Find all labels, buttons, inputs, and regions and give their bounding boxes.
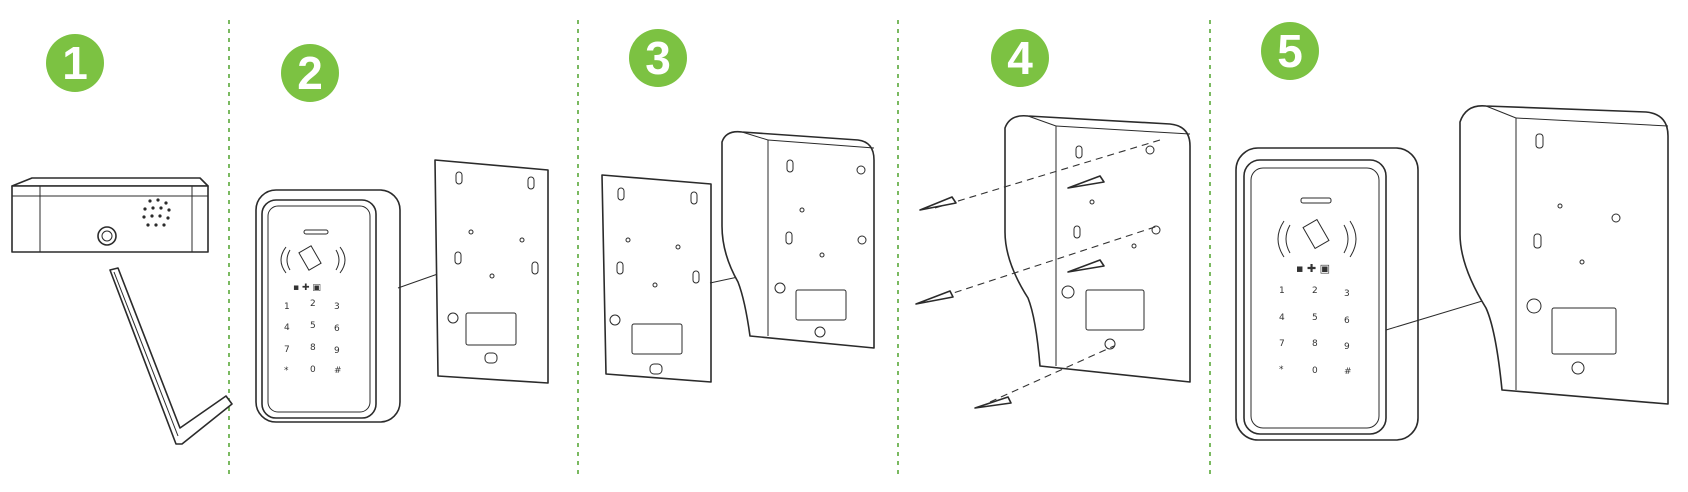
screw-icon <box>915 175 1105 409</box>
step2-illustration: ▪ ✚ ▣ 1 2 3 4 5 6 7 8 9 * 0 # <box>255 159 549 423</box>
back-plate <box>434 159 549 384</box>
step-number: 1 <box>62 37 88 89</box>
step-number: 5 <box>1277 25 1303 77</box>
svg-text:7: 7 <box>1279 339 1285 349</box>
step-badge-4: 4 <box>991 29 1049 87</box>
svg-text:▪ ✚ ▣: ▪ ✚ ▣ <box>293 283 321 293</box>
device-bottom-box <box>11 177 209 253</box>
back-plate-step3 <box>601 174 712 383</box>
l-key-tool <box>109 267 233 445</box>
svg-text:*: * <box>284 366 289 376</box>
svg-text:8: 8 <box>310 343 316 353</box>
rfid-wave-icon <box>280 245 346 274</box>
svg-text:4: 4 <box>284 323 290 333</box>
keypad-unit-step5: ▪ ✚ ▣ 1 2 3 4 5 6 7 8 9 * 0 # <box>1235 147 1419 441</box>
svg-text:3: 3 <box>334 302 340 312</box>
keypad-keys: 1 2 3 4 5 6 7 8 9 * 0 # <box>1279 286 1352 377</box>
step-badge-3: 3 <box>629 29 687 87</box>
svg-text:6: 6 <box>334 324 340 334</box>
speaker-grille <box>142 198 171 227</box>
svg-text:1: 1 <box>1279 286 1285 296</box>
housing-step3 <box>721 130 875 349</box>
svg-text:6: 6 <box>1344 316 1350 326</box>
step-number: 4 <box>1007 32 1033 84</box>
keypad-unit: ▪ ✚ ▣ 1 2 3 4 5 6 7 8 9 * 0 # <box>255 189 401 423</box>
step-badge-5: 5 <box>1261 22 1319 80</box>
svg-text:▪ ✚ ▣: ▪ ✚ ▣ <box>1296 262 1330 275</box>
screw-lines <box>931 139 1161 403</box>
step-number: 2 <box>297 47 323 99</box>
svg-text:5: 5 <box>310 321 316 331</box>
svg-text:2: 2 <box>1312 286 1318 296</box>
step-badge-2: 2 <box>281 44 339 102</box>
svg-text:*: * <box>1279 365 1284 375</box>
svg-text:3: 3 <box>1344 289 1350 299</box>
svg-text:8: 8 <box>1312 339 1318 349</box>
svg-text:9: 9 <box>1344 342 1350 352</box>
step4-illustration <box>915 114 1191 409</box>
svg-text:5: 5 <box>1312 313 1318 323</box>
svg-text:1: 1 <box>284 302 290 312</box>
svg-text:9: 9 <box>334 346 340 356</box>
housing-step5 <box>1459 105 1669 405</box>
housing-step4 <box>1004 114 1191 383</box>
svg-text:2: 2 <box>310 299 316 309</box>
step1-illustration <box>11 177 233 445</box>
rfid-wave-icon <box>1277 218 1357 258</box>
svg-text:0: 0 <box>310 365 316 375</box>
step-number: 3 <box>645 32 671 84</box>
svg-text:0: 0 <box>1312 366 1318 376</box>
svg-text:#: # <box>1344 367 1352 377</box>
step3-illustration <box>601 130 875 383</box>
svg-text:#: # <box>334 366 342 376</box>
svg-text:7: 7 <box>284 345 290 355</box>
svg-text:4: 4 <box>1279 313 1285 323</box>
step5-illustration: ▪ ✚ ▣ 1 2 3 4 5 6 7 8 9 * 0 # <box>1235 105 1669 441</box>
step-badge-1: 1 <box>46 34 104 92</box>
keypad-keys: 1 2 3 4 5 6 7 8 9 * 0 # <box>284 299 342 376</box>
